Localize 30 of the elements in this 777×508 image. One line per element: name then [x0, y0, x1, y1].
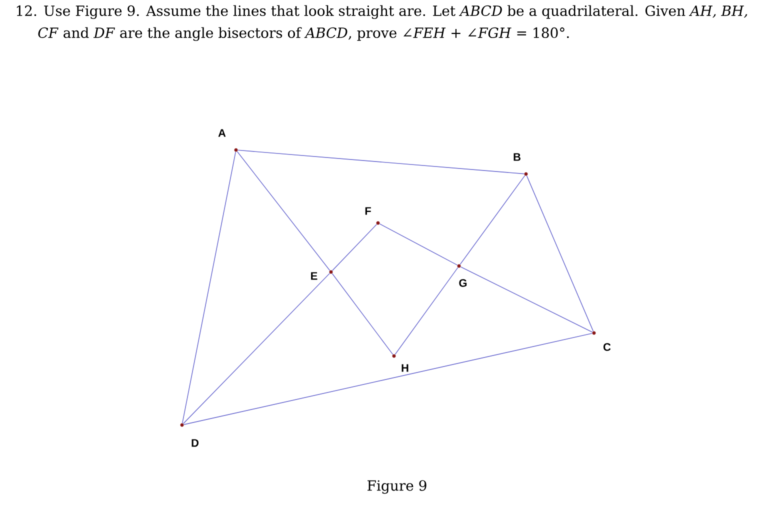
labelled-point: B [514, 153, 528, 176]
line-segment [526, 175, 594, 332]
node-label: E [311, 272, 318, 280]
node-label: A [218, 129, 226, 137]
line-segment [394, 267, 458, 355]
labelled-point: G [457, 264, 467, 287]
node-label: H [402, 364, 408, 372]
labelled-point: H [392, 354, 408, 372]
figure-caption: Figure 9 [368, 480, 426, 494]
labelled-point: C [592, 331, 611, 351]
labelled-point: A [218, 129, 238, 152]
node-label: G [459, 279, 467, 287]
line-segment [332, 273, 394, 355]
node-label: F [365, 207, 371, 215]
line-segment [379, 224, 458, 266]
line-segment [182, 152, 236, 424]
labelled-point: D [180, 423, 199, 447]
line-segment [184, 333, 592, 425]
line-segment [238, 150, 524, 174]
line-segment [332, 224, 378, 271]
labelled-point: F [365, 207, 380, 225]
labelled-point: E [311, 270, 333, 280]
line-segment [236, 151, 330, 271]
node-label: D [192, 439, 199, 447]
node-label: C [603, 343, 611, 351]
line-segment [460, 175, 526, 265]
line-segment [182, 272, 330, 424]
problem-text: 12. Use Figure 9. Assume the lines that look straight are. Let ABCD be a quadrilateral. Given AH, BH, CF and DF are the angle bisectors of ABCD, prove ∠FEH + ∠FGH = 180°. [16, 5, 748, 41]
line-segment [460, 266, 593, 333]
node-label: B [514, 153, 520, 161]
